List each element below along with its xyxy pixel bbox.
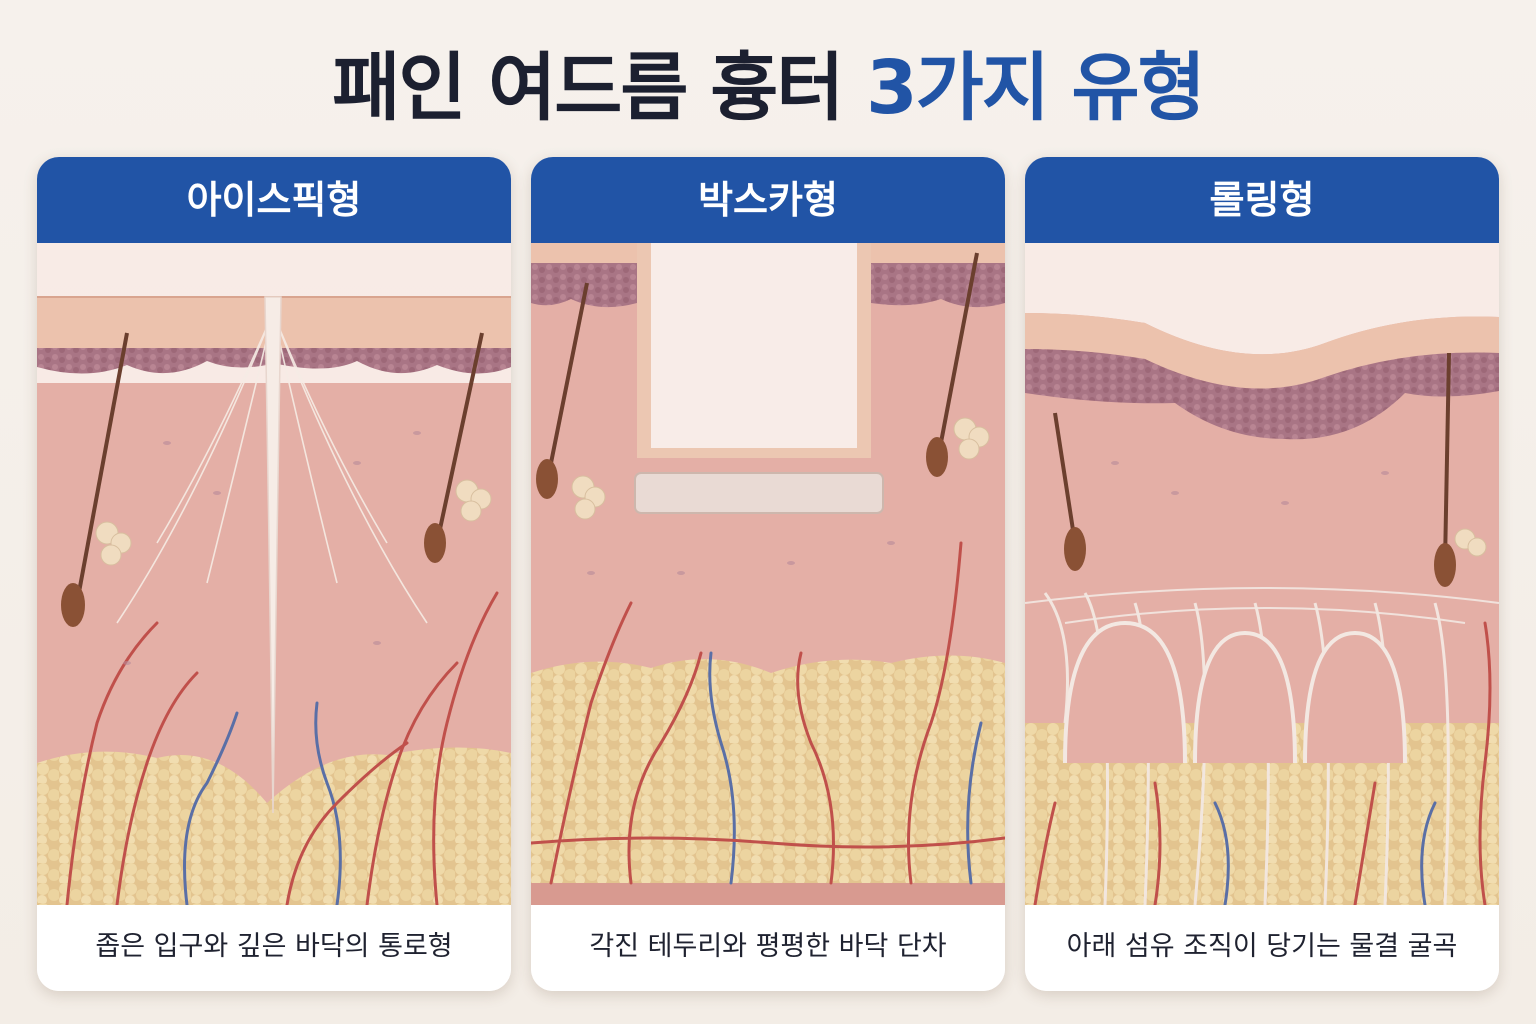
panel-header: 아이스픽형 xyxy=(37,157,511,243)
title-accent: 3가지 유형 xyxy=(866,45,1206,131)
panel-header: 박스카형 xyxy=(531,157,1005,243)
panel-caption: 아래 섬유 조직이 당기는 물결 굴곡 xyxy=(1025,905,1499,991)
title-prefix: 패인 여드름 흉터 xyxy=(332,45,867,131)
panel-icepick: 아이스픽형 xyxy=(37,157,511,991)
panel-header: 롤링형 xyxy=(1025,157,1499,243)
boxcar-scar-illustration xyxy=(531,243,1005,905)
rolling-scar-illustration xyxy=(1025,243,1499,905)
panel-rolling: 롤링형 xyxy=(1025,157,1499,991)
panel-caption: 각진 테두리와 평평한 바닥 단차 xyxy=(531,905,1005,991)
icepick-scar-illustration xyxy=(37,243,511,905)
panel-boxcar: 박스카형 xyxy=(531,157,1005,991)
panel-caption: 좁은 입구와 깊은 바닥의 통로형 xyxy=(37,905,511,991)
page-title: 패인 여드름 흉터 3가지 유형 xyxy=(0,38,1536,138)
